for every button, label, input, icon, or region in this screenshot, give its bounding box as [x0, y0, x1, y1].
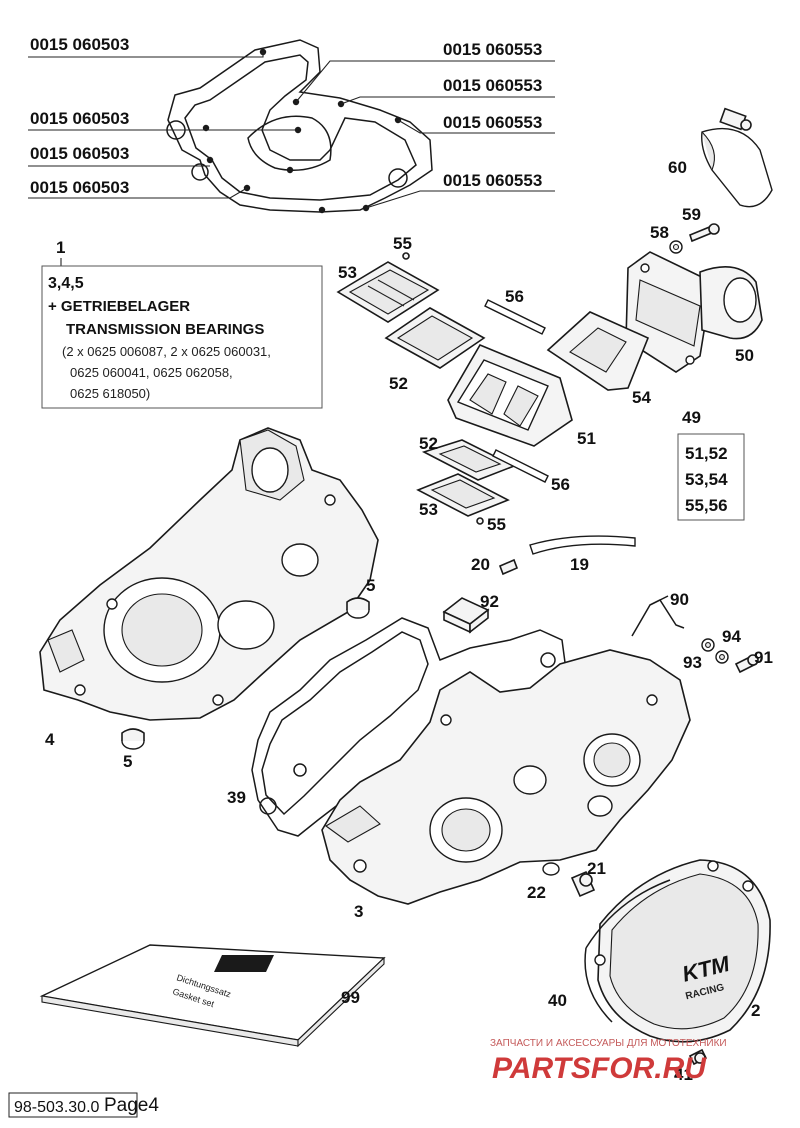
manual-booklet-99: Dichtungssatz Gasket set	[39, 944, 386, 1048]
callout-53-bottom: 53	[419, 500, 438, 519]
callout-53-top: 53	[338, 263, 357, 282]
callout-91: 91	[754, 648, 773, 667]
callout-52-top: 52	[389, 374, 408, 393]
reed-kit-line-3: 55,56	[685, 496, 728, 515]
kit-line-4: (2 x 0625 006087, 2 x 0625 060031,	[62, 344, 271, 359]
reed-petals-53-top	[336, 261, 440, 323]
callout-94: 94	[722, 627, 741, 646]
part-number-right-1: 0015 060553	[443, 40, 542, 59]
callout-54: 54	[632, 388, 651, 407]
reed-kit-line-2: 53,54	[685, 470, 728, 489]
kit-line-5: 0625 060041, 0625 062058,	[70, 365, 233, 380]
bracket-90	[631, 595, 685, 637]
callout-93: 93	[683, 653, 702, 672]
callout-4: 4	[45, 730, 55, 749]
part-number-left-1: 0015 060503	[30, 35, 129, 54]
callout-59: 59	[682, 205, 701, 224]
reed-plate-52-bottom	[421, 439, 516, 481]
callout-5-bottom: 5	[123, 752, 132, 771]
vent-hose-19	[529, 535, 636, 555]
screw-59	[689, 223, 720, 243]
kit-line-3: TRANSMISSION BEARINGS	[66, 321, 264, 338]
callout-60: 60	[668, 158, 687, 177]
callout-3: 3	[354, 902, 363, 921]
callout-numbers: 60 59 58 55 53 56 50 52 54 51 52 56 53 5…	[45, 158, 773, 1084]
reed-plate-52-top	[384, 307, 486, 369]
callout-51: 51	[577, 429, 596, 448]
reed-stopper-54	[546, 311, 650, 391]
gasket-part-numbers: 0015 060503 0015 060503 0015 060503 0015…	[30, 35, 542, 197]
watermark-site: PARTSFOR.RU	[492, 1052, 707, 1085]
part-number-right-3: 0015 060553	[443, 113, 542, 132]
shim-block-92	[442, 597, 490, 634]
part-number-right-4: 0015 060553	[443, 171, 542, 190]
watermark-tagline: ЗАПЧАСТИ И АКСЕССУАРЫ ДЛЯ МОТОТЕХНИКИ	[490, 1038, 727, 1049]
callout-55-bottom: 55	[487, 515, 506, 534]
washer-93	[715, 650, 729, 664]
reed-kit-box: 49 51,52 53,54 55,56	[677, 408, 745, 521]
callout-2: 2	[751, 1001, 760, 1020]
gasket-leaders	[28, 52, 555, 209]
callout-56-top: 56	[505, 287, 524, 306]
callout-22: 22	[527, 883, 546, 902]
bearing-5-bottom	[121, 728, 145, 750]
part-number-left-4: 0015 060503	[30, 178, 129, 197]
watermark: ЗАПЧАСТИ И АКСЕССУАРЫ ДЛЯ МОТОТЕХНИКИ PA…	[490, 1038, 727, 1085]
screw-20	[498, 558, 519, 576]
reed-kit-line-1: 51,52	[685, 444, 728, 463]
callout-99: 99	[341, 988, 360, 1007]
callout-20: 20	[471, 555, 490, 574]
callout-52-bottom: 52	[419, 434, 438, 453]
reed-stop-56-top	[484, 299, 546, 335]
part-number-right-2: 0015 060553	[443, 76, 542, 95]
callout-90: 90	[670, 590, 689, 609]
footer-code: 98-503.30.0	[14, 1099, 100, 1116]
reed-block-51	[447, 343, 573, 447]
kit-line-1: 3,4,5	[48, 275, 84, 292]
footer: 98-503.30.0 Page4	[8, 1092, 159, 1118]
callout-40: 40	[548, 991, 567, 1010]
callout-41: 41	[674, 1065, 693, 1084]
crankcase-left-4	[39, 427, 379, 721]
gasket-markers	[202, 48, 402, 214]
bearing-5-top	[346, 597, 370, 619]
intake-manifold-50	[625, 251, 763, 373]
kit-info-box: 1 3,4,5 + GETRIEBELAGER TRANSMISSION BEA…	[41, 238, 323, 409]
kit-line-2: + GETRIEBELAGER	[48, 298, 190, 315]
part-number-left-2: 0015 060503	[30, 109, 129, 128]
intake-clamp	[701, 107, 773, 208]
cover-screw-41	[688, 1048, 708, 1066]
reed-stop-56-bottom	[492, 449, 549, 483]
callout-19: 19	[570, 555, 589, 574]
callout-5-top: 5	[366, 576, 375, 595]
crankcase-right-3	[321, 649, 691, 905]
gasket-outline	[166, 39, 433, 213]
washer-58	[669, 240, 683, 254]
footer-page: Page4	[104, 1095, 159, 1116]
small-screws-55	[402, 252, 484, 525]
reed-kit-item-number: 49	[682, 408, 701, 427]
callout-21: 21	[587, 859, 606, 878]
cover-gasket-40	[584, 879, 671, 1023]
callout-58: 58	[650, 223, 669, 242]
seal-ring-22	[542, 862, 560, 876]
reed-petals-53-bottom	[416, 473, 510, 517]
callout-39: 39	[227, 788, 246, 807]
callout-56-bottom: 56	[551, 475, 570, 494]
ignition-cover-2: KTM RACING	[594, 859, 771, 1043]
callout-92: 92	[480, 592, 499, 611]
part-number-left-3: 0015 060503	[30, 144, 129, 163]
callout-55-top: 55	[393, 234, 412, 253]
kit-line-6: 0625 618050)	[70, 386, 150, 401]
callout-50: 50	[735, 346, 754, 365]
washer-94	[701, 638, 715, 652]
kit-item-number: 1	[56, 238, 65, 257]
bolt-91	[734, 654, 759, 674]
drain-plug-21	[570, 870, 596, 898]
